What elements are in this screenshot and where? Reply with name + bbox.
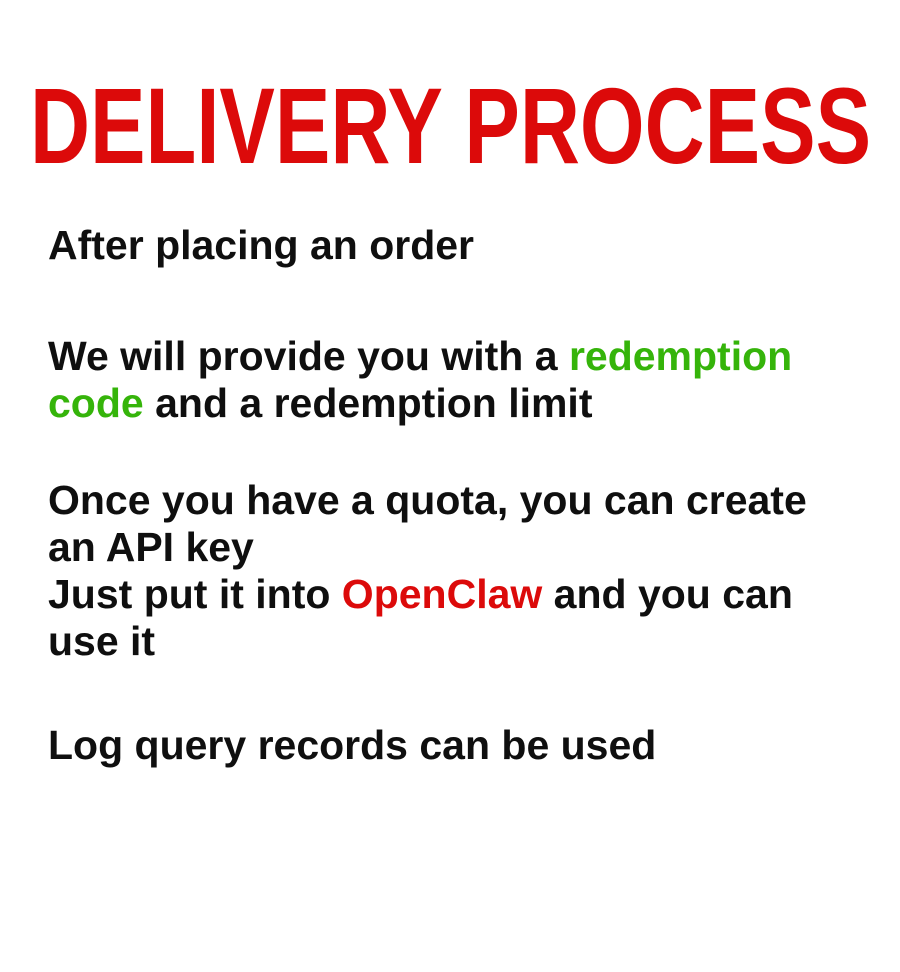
text-segment: and a redemption limit — [143, 380, 593, 426]
text-line: an API key — [48, 524, 900, 571]
text-line: Just put it into OpenClaw and you can — [48, 571, 900, 618]
body-text: After placing an order We will provide y… — [48, 222, 900, 769]
text-segment: use it — [48, 618, 156, 664]
highlight-openclaw: OpenClaw — [341, 571, 543, 617]
highlight-code: code — [48, 380, 144, 426]
text-line: Once you have a quota, you can create — [48, 477, 900, 524]
paragraph-api-key: Once you have a quota, you can create an… — [48, 477, 900, 665]
text-segment: and you can — [542, 571, 793, 617]
text-segment: Log query records can be used — [48, 722, 657, 768]
text-line: code and a redemption limit — [48, 380, 900, 427]
highlight-redemption: redemption — [568, 333, 793, 379]
text-segment: After placing an order — [48, 222, 475, 268]
text-segment: We will provide you with a — [48, 333, 569, 379]
paragraph-log-query: Log query records can be used — [48, 722, 900, 769]
text-line: use it — [48, 618, 900, 665]
text-line: Log query records can be used — [48, 722, 900, 769]
text-segment: Just put it into — [48, 571, 342, 617]
paragraph-after-order: After placing an order — [48, 222, 900, 269]
page: DELIVERY PROCESS After placing an order … — [0, 72, 900, 972]
paragraph-redemption-code: We will provide you with a redemption co… — [48, 333, 900, 427]
page-title-text: DELIVERY PROCESS — [30, 65, 872, 186]
text-line: We will provide you with a redemption — [48, 333, 900, 380]
text-segment: an API key — [48, 524, 254, 570]
text-segment: Once you have a quota, you can create — [48, 477, 807, 523]
text-line: After placing an order — [48, 222, 900, 269]
page-title: DELIVERY PROCESS — [30, 72, 900, 180]
